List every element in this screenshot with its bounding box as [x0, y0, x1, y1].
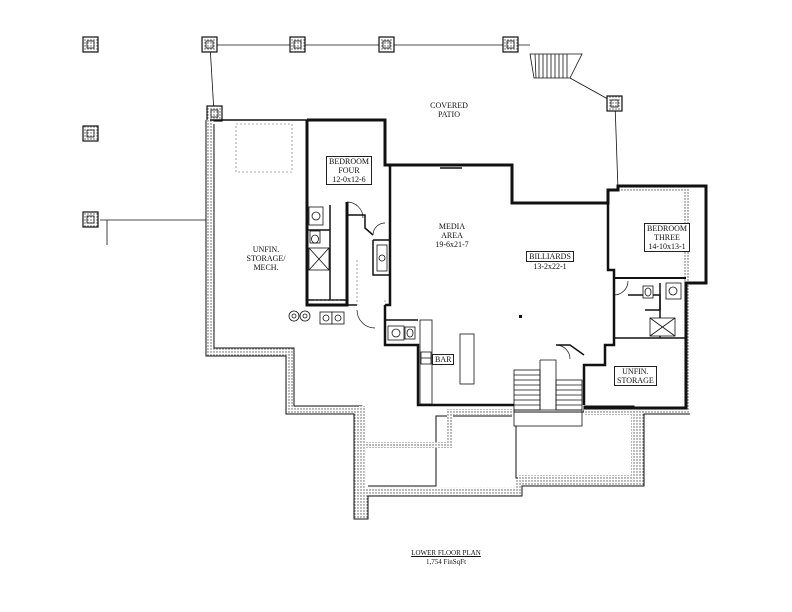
- label-bedroom-four: BEDROOM FOUR 12-0x12-6: [326, 156, 373, 185]
- column: [82, 125, 99, 142]
- patio-perimeter: [100, 44, 619, 245]
- label-bedroom-three: BEDROOM THREE 14-10x13-1: [644, 223, 691, 252]
- label-unfin-storage: UNFIN. STORAGE: [614, 366, 657, 386]
- column: [502, 36, 519, 53]
- column: [201, 36, 218, 53]
- label-bar: BAR: [432, 354, 455, 365]
- column: [82, 211, 99, 228]
- bar-counter: [419, 319, 475, 405]
- column: [206, 105, 223, 122]
- interior-stair: [513, 359, 583, 427]
- label-billiards: BILLIARDS 13-2x22-1: [519, 251, 581, 271]
- floor-marker: [519, 315, 522, 318]
- mechanical-equipment: [288, 310, 345, 325]
- column: [606, 95, 623, 112]
- plan-title: LOWER FLOOR PLAN 1,754 FinSqFt: [346, 549, 546, 567]
- plan-title-name: LOWER FLOOR PLAN: [411, 549, 481, 557]
- exterior-stair: [529, 53, 583, 79]
- column: [82, 36, 99, 53]
- column: [289, 36, 306, 53]
- plumbing-fixtures: [308, 206, 682, 341]
- door-swings: [346, 167, 629, 360]
- plan-title-area: 1,754 FinSqFt: [425, 558, 467, 566]
- label-covered-patio: COVERED PATIO: [430, 101, 468, 119]
- label-media-area: MEDIA AREA 19-6x21-7: [435, 222, 469, 249]
- dashed-lines: [235, 123, 386, 305]
- column: [378, 36, 395, 53]
- interior-walls: [210, 118, 708, 410]
- label-unfin-storage-mech: UNFIN. STORAGE/ MECH.: [246, 245, 286, 272]
